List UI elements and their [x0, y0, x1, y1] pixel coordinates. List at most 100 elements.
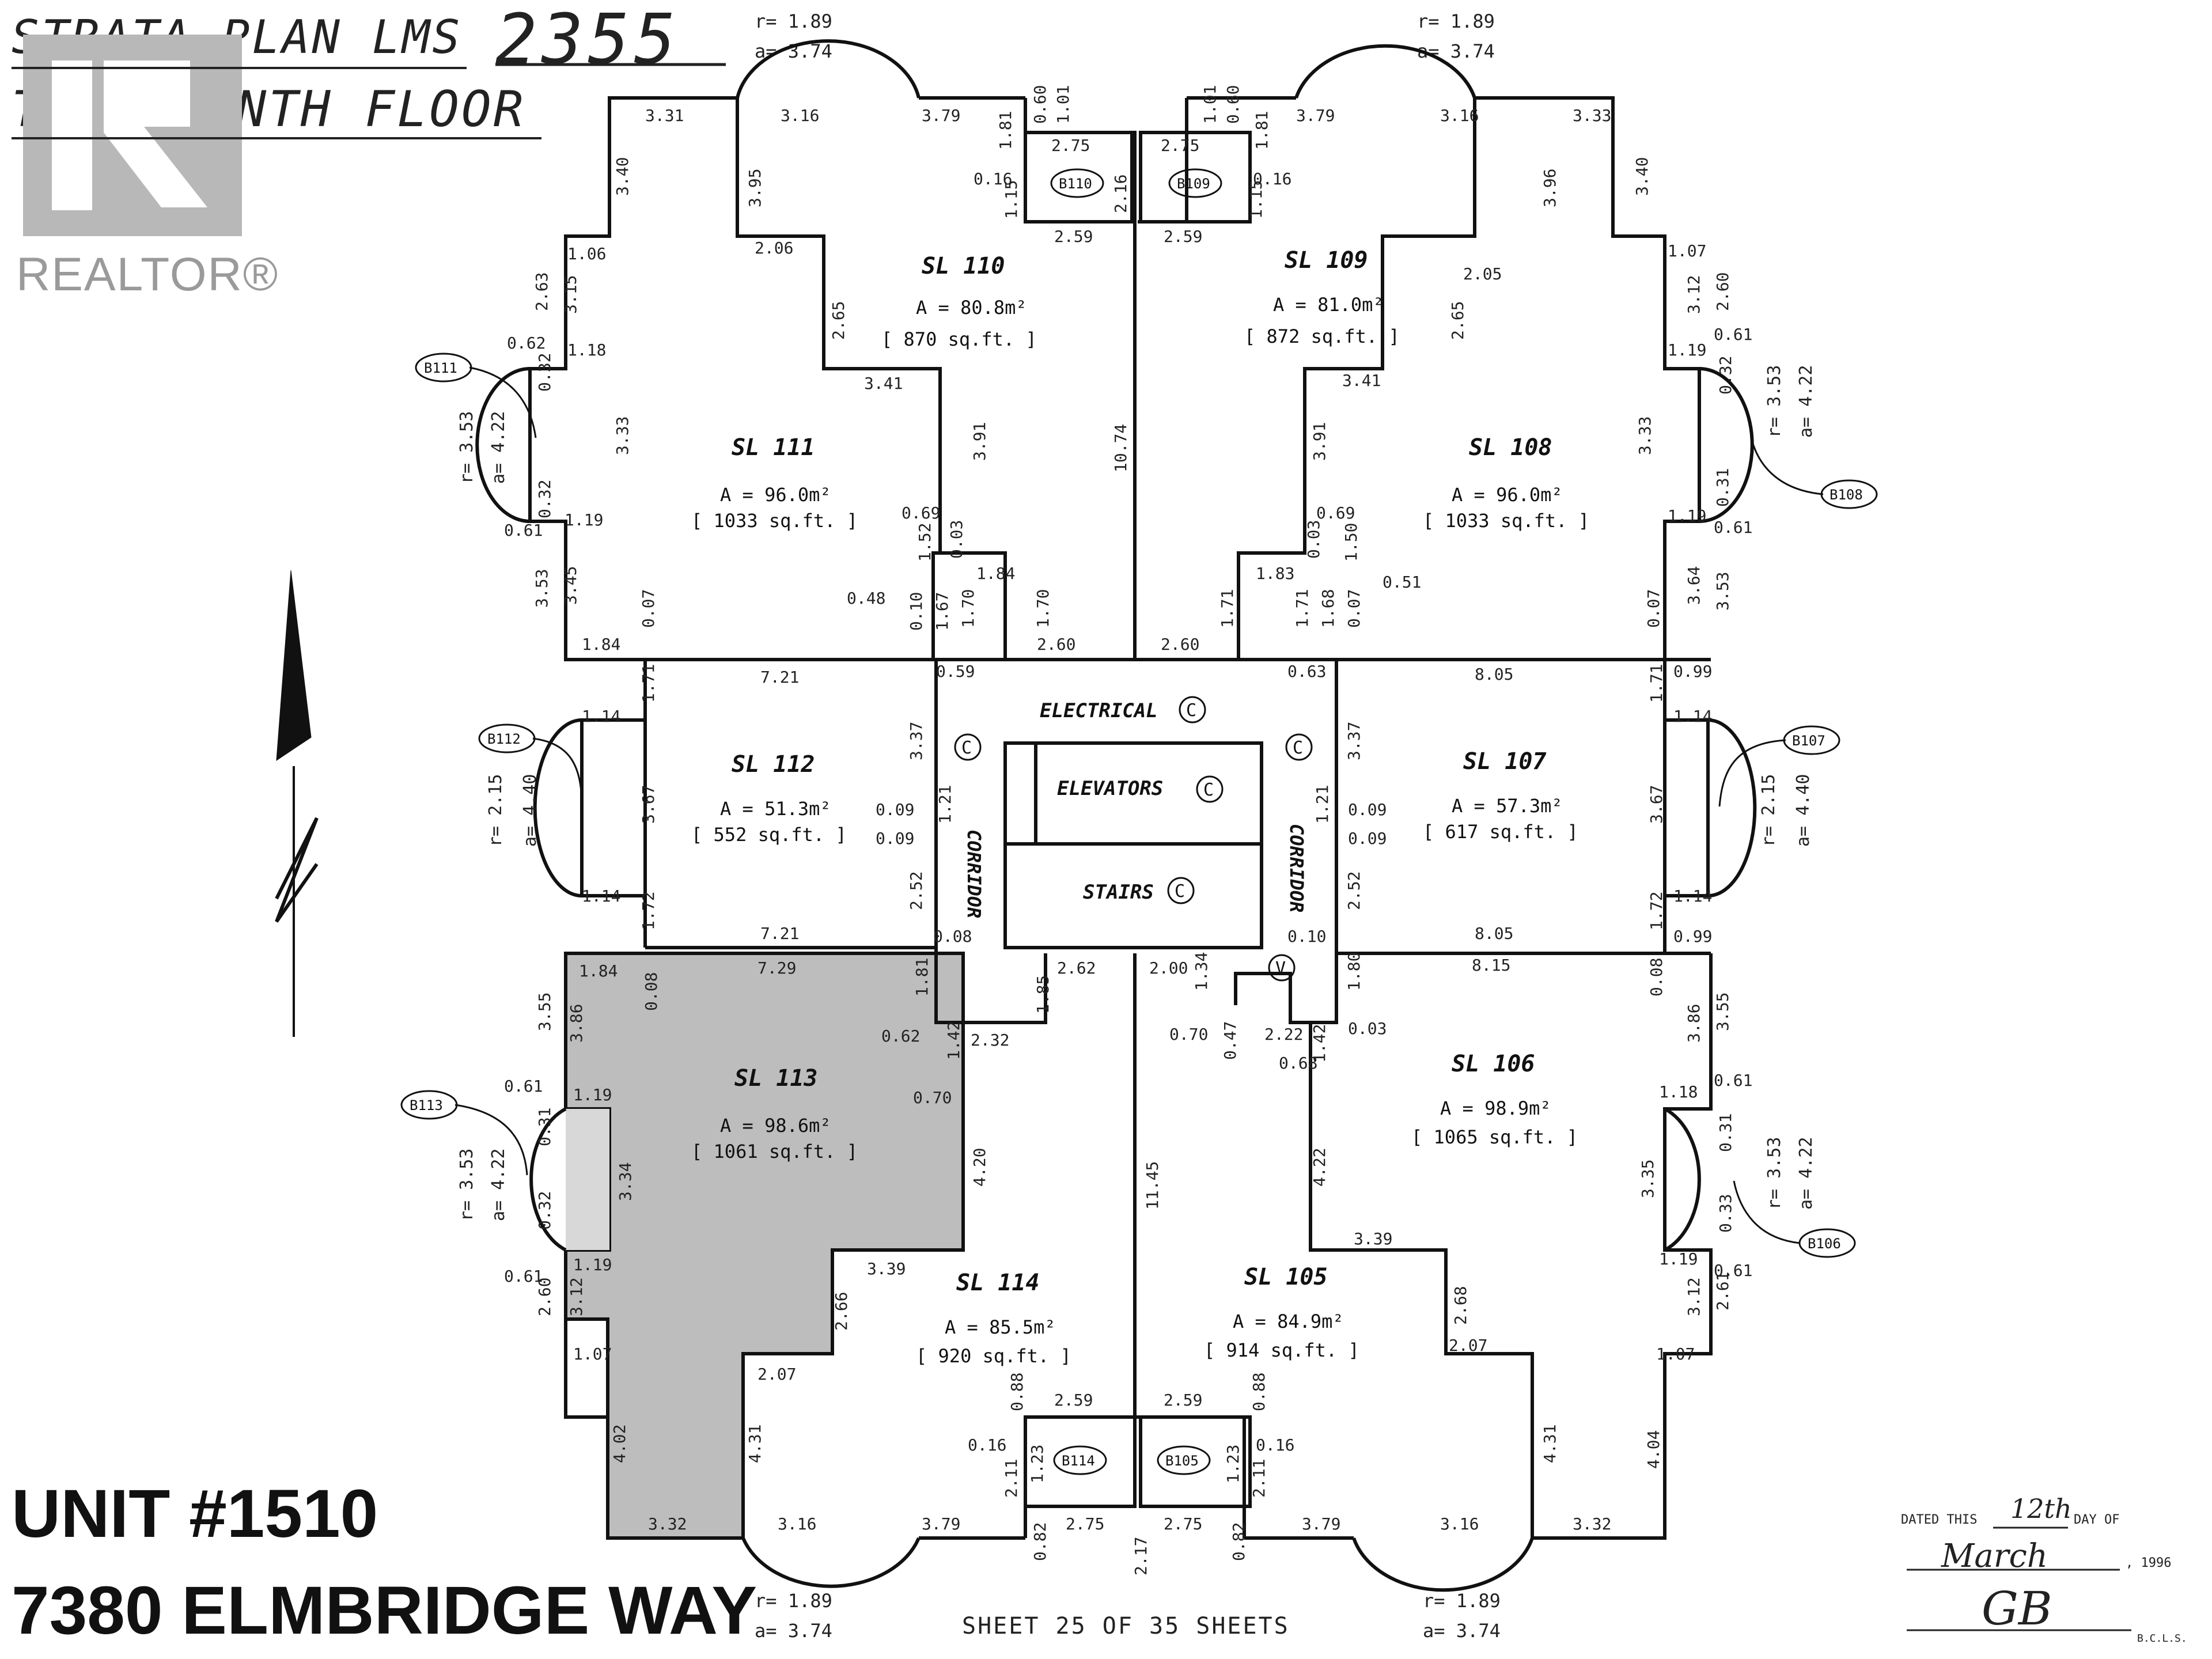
svg-text:2.65: 2.65 — [1448, 301, 1467, 340]
svg-text:1.21: 1.21 — [1313, 785, 1332, 824]
svg-text:1.70: 1.70 — [959, 589, 978, 628]
svg-text:0.69: 0.69 — [1316, 503, 1355, 522]
svg-text:B105: B105 — [1165, 1453, 1199, 1469]
svg-text:0.61: 0.61 — [1714, 325, 1752, 344]
svg-text:1.84: 1.84 — [582, 635, 620, 654]
svg-text:[ 1065 sq.ft. ]: [ 1065 sq.ft. ] — [1411, 1126, 1578, 1148]
svg-text:0.47: 0.47 — [1221, 1021, 1240, 1060]
electrical-label: ELECTRICAL — [1040, 699, 1158, 722]
svg-text:3.86: 3.86 — [567, 1004, 586, 1043]
svg-text:2.59: 2.59 — [1164, 1391, 1202, 1410]
svg-text:3.39: 3.39 — [1354, 1229, 1392, 1248]
svg-text:3.55: 3.55 — [1713, 993, 1732, 1031]
svg-text:1.23: 1.23 — [1224, 1445, 1243, 1483]
svg-text:3.35: 3.35 — [1638, 1160, 1657, 1198]
stairs-label: STAIRS — [1083, 881, 1154, 904]
svg-text:0.16: 0.16 — [1256, 1435, 1294, 1455]
svg-text:0.62: 0.62 — [507, 334, 546, 353]
svg-text:C: C — [1293, 738, 1303, 758]
svg-text:2.06: 2.06 — [755, 238, 793, 257]
svg-text:DATED THIS: DATED THIS — [1901, 1513, 1977, 1527]
svg-text:3.37: 3.37 — [1344, 722, 1363, 760]
svg-text:GB: GB — [1982, 1582, 2052, 1635]
balcony-tag-b107: B107 — [1783, 725, 1840, 755]
svg-text:a= 4.22: a= 4.22 — [1796, 365, 1816, 438]
svg-text:0.08: 0.08 — [933, 927, 972, 946]
svg-text:2.32: 2.32 — [971, 1031, 1009, 1050]
walls — [475, 39, 1757, 1592]
svg-text:4.31: 4.31 — [1540, 1425, 1559, 1463]
svg-text:0.61: 0.61 — [1714, 518, 1752, 537]
svg-text:1.21: 1.21 — [935, 785, 955, 824]
svg-text:r= 2.15: r= 2.15 — [486, 774, 506, 847]
svg-text:B108: B108 — [1830, 487, 1863, 503]
svg-text:a= 4.40: a= 4.40 — [520, 774, 540, 847]
svg-text:3.16: 3.16 — [1440, 1514, 1479, 1533]
svg-text:SL 108: SL 108 — [1469, 434, 1552, 461]
arc-r-bottom-right: r= 1.89 — [1423, 1590, 1501, 1612]
svg-text:A = 96.0m²: A = 96.0m² — [1452, 484, 1563, 506]
svg-text:0.32: 0.32 — [1716, 356, 1735, 395]
svg-text:1.71: 1.71 — [1218, 589, 1237, 628]
svg-text:0.60: 0.60 — [1031, 85, 1050, 124]
svg-text:r= 3.53: r= 3.53 — [457, 411, 477, 484]
svg-text:A = 96.0m²: A = 96.0m² — [720, 484, 831, 506]
svg-text:a= 4.40: a= 4.40 — [1793, 774, 1813, 847]
svg-text:1.42: 1.42 — [944, 1021, 963, 1060]
svg-text:0.16: 0.16 — [968, 1435, 1006, 1455]
svg-text:3.67: 3.67 — [1647, 785, 1666, 824]
unit-sl-107: SL 107 A = 57.3m² [ 617 sq.ft. ] — [1423, 748, 1578, 843]
strata-plan-number: 2355 — [495, 0, 680, 80]
svg-text:B106: B106 — [1808, 1236, 1841, 1252]
svg-text:C: C — [1203, 780, 1214, 800]
svg-text:1.15: 1.15 — [1247, 180, 1266, 219]
dimension-labels: 3.31 3.16 3.79 3.79 3.16 3.33 2.75 2.75 … — [504, 85, 1752, 1575]
svg-text:4.22: 4.22 — [1310, 1148, 1329, 1187]
arc-r-top-left: r= 1.89 — [755, 10, 832, 32]
svg-text:1.18: 1.18 — [1659, 1082, 1698, 1101]
svg-text:0.31: 0.31 — [1713, 468, 1732, 507]
svg-text:1.81: 1.81 — [912, 958, 931, 997]
svg-text:SL 110: SL 110 — [922, 253, 1005, 279]
unit-sl-109: SL 109 A = 81.0m² [ 872 sq.ft. ] — [1244, 247, 1400, 347]
balcony-tag-b110: B110 — [1050, 168, 1104, 198]
unit-sl-106: SL 106 A = 98.9m² [ 1065 sq.ft. ] — [1411, 1051, 1578, 1148]
svg-text:1.71: 1.71 — [1293, 589, 1312, 628]
svg-text:3.33: 3.33 — [613, 416, 632, 455]
svg-text:SL 109: SL 109 — [1285, 247, 1368, 274]
svg-text:3.79: 3.79 — [1296, 106, 1335, 125]
svg-text:7.29: 7.29 — [757, 959, 796, 978]
svg-text:B109: B109 — [1177, 176, 1210, 192]
svg-text:[ 872 sq.ft. ]: [ 872 sq.ft. ] — [1244, 325, 1400, 347]
svg-text:1.50: 1.50 — [1342, 523, 1361, 562]
svg-text:1.01: 1.01 — [1200, 85, 1219, 124]
svg-text:1.14: 1.14 — [582, 887, 620, 906]
svg-text:1.19: 1.19 — [1668, 340, 1706, 359]
svg-text:[ 1033 sq.ft. ]: [ 1033 sq.ft. ] — [1423, 510, 1589, 532]
unit-sl-108: SL 108 A = 96.0m² [ 1033 sq.ft. ] — [1423, 434, 1589, 532]
bay-labels: r= 3.53 a= 4.22 r= 3.53 a= 4.22 r= 2.15 … — [457, 365, 1816, 1221]
svg-text:2.11: 2.11 — [1002, 1459, 1021, 1498]
svg-text:2.07: 2.07 — [1449, 1336, 1487, 1355]
svg-text:1.81: 1.81 — [996, 111, 1015, 150]
svg-text:2.05: 2.05 — [1463, 264, 1502, 283]
svg-text:3.39: 3.39 — [867, 1259, 906, 1278]
svg-text:0.10: 0.10 — [907, 592, 926, 631]
svg-text:B.C.L.S.: B.C.L.S. — [2137, 1633, 2187, 1645]
svg-text:1.80: 1.80 — [1344, 952, 1363, 991]
svg-text:0.61: 0.61 — [504, 1267, 543, 1286]
svg-text:0.07: 0.07 — [639, 589, 658, 628]
svg-text:1.83: 1.83 — [1256, 564, 1294, 583]
svg-text:1.68: 1.68 — [1319, 589, 1338, 628]
svg-text:3.32: 3.32 — [648, 1514, 687, 1533]
svg-text:0.61: 0.61 — [1714, 1261, 1752, 1280]
svg-text:3.40: 3.40 — [1633, 157, 1652, 196]
svg-text:3.64: 3.64 — [1684, 566, 1703, 605]
svg-text:7.21: 7.21 — [760, 668, 799, 687]
svg-text:r= 2.15: r= 2.15 — [1759, 774, 1779, 847]
svg-text:V: V — [1275, 959, 1286, 979]
svg-text:0.82: 0.82 — [1031, 1522, 1050, 1561]
svg-text:3.12: 3.12 — [1684, 1278, 1703, 1316]
svg-text:0.51: 0.51 — [1382, 573, 1421, 592]
svg-text:8.15: 8.15 — [1472, 956, 1510, 975]
